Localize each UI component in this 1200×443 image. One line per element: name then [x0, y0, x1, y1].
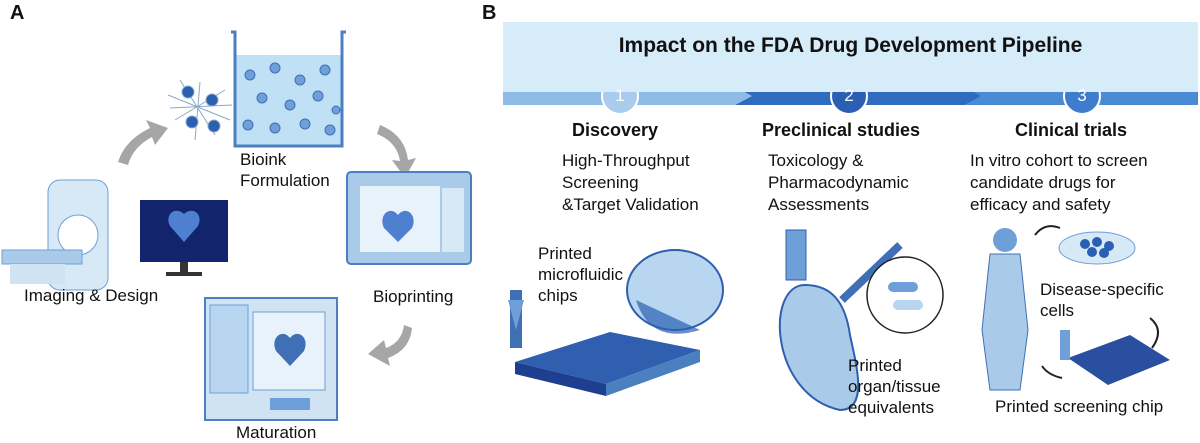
label-chips-line1: Printed [538, 244, 592, 263]
stage-desc-preclinical: Toxicology & Pharmacodynamic Assessments [768, 150, 909, 216]
pipeline-title: Impact on the FDA Drug Development Pipel… [618, 34, 1083, 57]
process-arrow-icon [1034, 225, 1159, 379]
label-chips-line2: microfluidic [538, 265, 624, 284]
stage-desc-discovery: High-Throughput Screening &Target Valida… [562, 150, 699, 216]
label-organ-line2: organ/tissue [848, 377, 941, 396]
monitor-heart-icon [140, 200, 228, 276]
label-bioprinting: Bioprinting [373, 287, 454, 306]
petri-dish-icon [1058, 231, 1136, 265]
desc-line: Assessments [768, 195, 870, 214]
stage-title-clinical: Clinical trials [1015, 120, 1128, 140]
stage-number-2: 2 [844, 86, 854, 105]
label-bioink-line1: Bioink [240, 150, 287, 169]
desc-line: High-Throughput [562, 151, 690, 170]
stage-desc-clinical: In vitro cohort to screen candidate drug… [970, 150, 1148, 216]
desc-line: candidate drugs for [970, 173, 1116, 192]
desc-line: Pharmacodynamic [768, 173, 909, 192]
title-banner [503, 22, 1198, 92]
bioprinter-icon [346, 171, 472, 265]
label-chips-line3: chips [538, 286, 578, 305]
desc-line: Screening [562, 173, 639, 192]
label-cells-line1: Disease-specific [1040, 280, 1164, 299]
desc-line: In vitro cohort to screen [970, 151, 1148, 170]
stage-title-discovery: Discovery [572, 120, 659, 140]
label-organ-line1: Printed [848, 356, 902, 375]
label-maturation: Maturation [236, 423, 317, 442]
label-organ-line3: equivalents [848, 398, 935, 417]
desc-line: &Target Validation [562, 195, 699, 214]
label-screening-chip: Printed screening chip [995, 397, 1164, 416]
desc-line: efficacy and safety [970, 195, 1111, 214]
label-imaging-design: Imaging & Design [24, 286, 159, 305]
cell-network-icon [167, 79, 233, 141]
panel-b-letter: B [482, 2, 497, 24]
stage-number-3: 3 [1077, 86, 1087, 105]
stage-title-preclinical: Preclinical studies [762, 120, 921, 140]
beaker-icon [231, 30, 346, 148]
label-bioink-line2: Formulation [240, 171, 330, 190]
microfluidic-chip-icon [508, 249, 724, 396]
screening-chip-icon [1060, 330, 1170, 385]
label-cells-line2: cells [1040, 301, 1075, 320]
mri-scanner-icon [1, 179, 109, 291]
incubator-icon [204, 297, 338, 421]
cycle-arrow-icon [118, 120, 416, 366]
panel-a-letter: A [10, 2, 25, 24]
kidney-syringe-icon [778, 229, 944, 412]
stage-number-1: 1 [615, 86, 625, 105]
patient-icon [981, 228, 1029, 391]
desc-line: Toxicology & [768, 151, 864, 170]
